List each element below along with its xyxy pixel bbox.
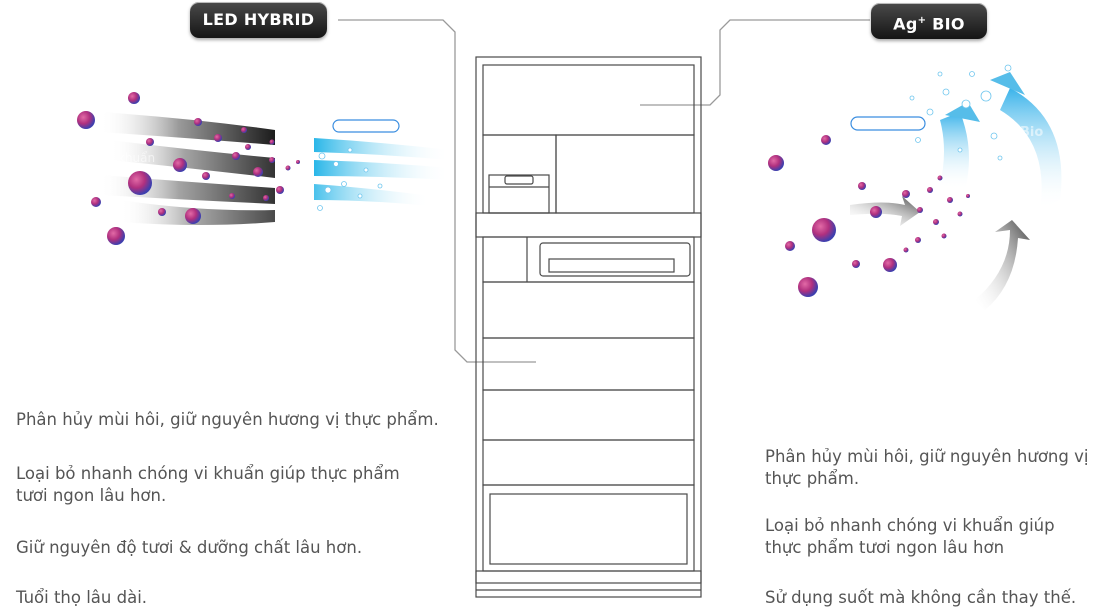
ag-ion-charge: + — [917, 15, 927, 26]
connector-line-left — [338, 19, 536, 363]
ag-bio-illustration — [768, 64, 1062, 310]
left-feature-1: Phân hủy mùi hôi, giữ nguyên hương vị th… — [16, 410, 439, 429]
connector-line-right — [640, 19, 870, 106]
ag-bio-badge: Ag+ BIO — [871, 3, 987, 39]
right-empty-label-box — [850, 116, 926, 131]
ag-symbol: Ag — [893, 14, 918, 34]
left-empty-label-box — [332, 119, 400, 133]
right-feature-1: Phân hủy mùi hôi, giữ nguyên hương vị th… — [765, 447, 1089, 488]
left-feature-4: Tuổi thọ lâu dài. — [16, 588, 148, 607]
bio-word: BIO — [926, 14, 965, 34]
fridge-drawing — [475, 56, 702, 598]
left-feature-2: Loại bỏ nhanh chóng vi khuẩn giúp thực p… — [16, 464, 400, 505]
right-feature-2: Loại bỏ nhanh chóng vi khuẩn giúp thực p… — [765, 516, 1055, 557]
right-stream-faded-label: Bio — [1020, 125, 1044, 140]
left-stream-faded-label: khuẩn — [118, 151, 156, 165]
right-feature-3: Sử dụng suốt mà không cần thay thế. — [765, 588, 1077, 607]
led-hybrid-badge: LED HYBRID — [190, 2, 327, 38]
left-feature-3: Giữ nguyên độ tươi & dưỡng chất lâu hơn. — [16, 538, 363, 557]
led-hybrid-illustration — [77, 92, 450, 245]
